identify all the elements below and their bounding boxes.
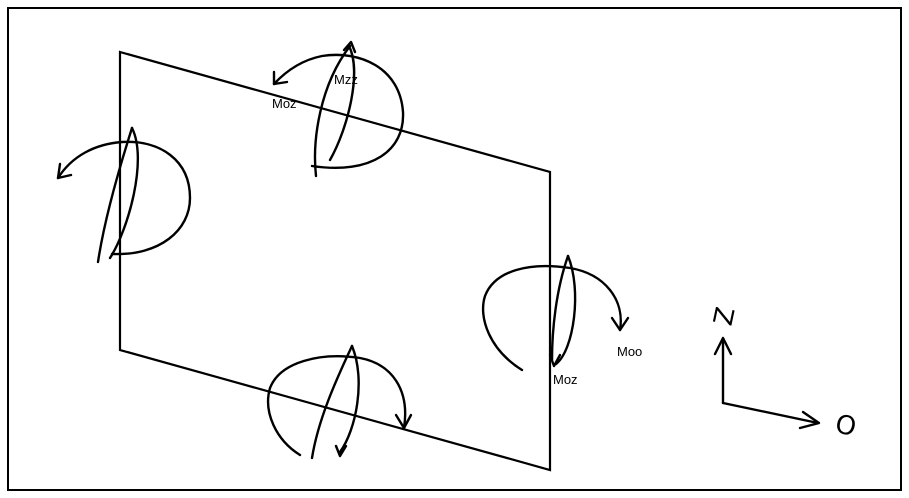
moment-right-edge-spindle [550, 254, 570, 362]
moment-right-edge-arc [481, 264, 622, 372]
label-moz-right: Moz [553, 372, 578, 387]
moment-bottom-edge-arrowhead [394, 413, 413, 430]
moment-left-edge-spindle [96, 126, 134, 264]
axis-z-arrowhead [713, 336, 733, 356]
coordinate-axes: Z O [709, 305, 859, 443]
moment-top-edge-spindle [313, 44, 352, 178]
moment-right-edge-arrowhead [610, 316, 630, 332]
moment-top-edge: Mzz Moz [272, 40, 405, 178]
moment-left-edge-arc [56, 140, 192, 256]
axis-o-line [721, 401, 820, 425]
label-moz-top: Moz [272, 96, 297, 111]
label-moo: Moo [617, 344, 642, 359]
moment-left-edge-spindle-back [108, 126, 140, 260]
moment-bottom-edge-arc [266, 355, 407, 457]
moment-top-edge-spindle-back [328, 44, 356, 162]
moment-right-edge-spindle-back [554, 254, 577, 366]
label-mzz: Mzz [334, 72, 358, 87]
moment-top-edge-spindle-head [342, 40, 357, 54]
moment-bottom-edge [266, 344, 413, 460]
axis-o-arrowhead [798, 410, 821, 430]
moment-top-edge-arc [272, 53, 405, 169]
moment-bottom-edge-spindle-back [338, 344, 360, 454]
moment-right-edge-spindle-head [548, 353, 562, 368]
plate-outline [118, 50, 552, 472]
axis-label-z: Z [709, 305, 742, 329]
moment-left-edge-arrowhead [56, 162, 73, 180]
diagram-border [7, 7, 902, 491]
moment-bottom-edge-spindle-head [334, 444, 348, 458]
moment-left-edge [56, 126, 192, 264]
moment-right-edge: Moz Moo [481, 254, 642, 387]
axis-label-o: O [833, 409, 859, 443]
moment-top-edge-arrowhead [272, 70, 289, 86]
